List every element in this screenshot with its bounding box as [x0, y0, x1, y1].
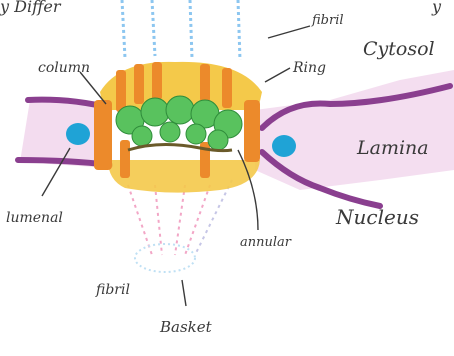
label-ring: Ring [292, 60, 326, 76]
basket-ring [135, 244, 195, 272]
label-top-partial: y Differ [0, 0, 62, 16]
nuclear-ring [108, 160, 260, 193]
label-annular: annular [240, 235, 292, 250]
cytoplasmic-fibrils [122, 0, 240, 60]
label-lamina: Lamina [356, 137, 429, 159]
label-fibril-bottom: fibril [95, 282, 130, 298]
label-lumenal: lumenal [6, 210, 63, 226]
label-top-partial-right: y [431, 0, 442, 16]
label-nucleus: Nucleus [335, 205, 419, 229]
label-basket: Basket [159, 318, 213, 336]
column-left [94, 100, 112, 170]
column-right [244, 100, 260, 162]
lumenal-subunit-right [272, 135, 296, 157]
lumenal-subunit-left [66, 123, 90, 145]
label-column: column [38, 60, 90, 76]
label-cytosol: Cytosol [363, 38, 435, 60]
label-fibril-top: fibril [311, 13, 344, 28]
